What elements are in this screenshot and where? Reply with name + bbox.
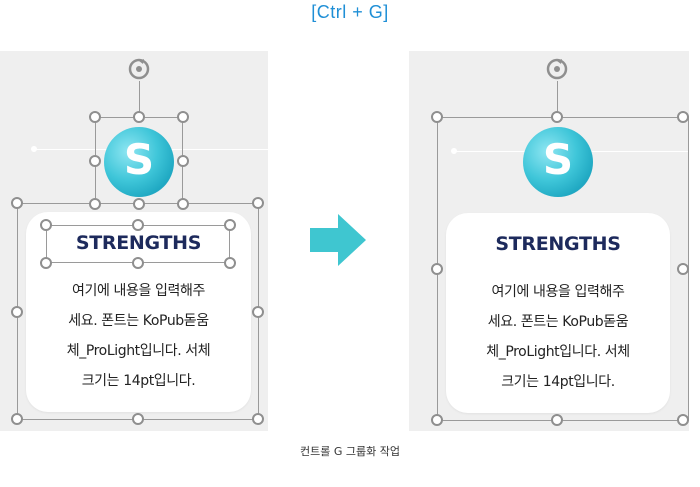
resize-handle[interactable] bbox=[132, 219, 144, 231]
card-title: STRENGTHS bbox=[75, 232, 202, 254]
before-panel: STRENGTHS 여기에 내용을 입력해주 세요. 폰트는 KoPub돋움 체… bbox=[0, 51, 268, 431]
resize-handle[interactable] bbox=[177, 111, 189, 123]
resize-handle[interactable] bbox=[11, 306, 23, 318]
resize-handle[interactable] bbox=[252, 197, 264, 209]
resize-handle[interactable] bbox=[431, 111, 443, 123]
resize-handle[interactable] bbox=[40, 257, 52, 269]
card-title: STRENGTHS bbox=[495, 233, 621, 255]
right-arrow-icon bbox=[310, 214, 366, 266]
resize-handle[interactable] bbox=[177, 155, 189, 167]
resize-handle[interactable] bbox=[224, 257, 236, 269]
caption-text: 컨트롤 G 그룹화 작업 bbox=[300, 445, 400, 458]
resize-handle[interactable] bbox=[551, 111, 563, 123]
logo-selection-box bbox=[95, 117, 183, 204]
card-line: 크기는 14pt입니다. bbox=[81, 373, 196, 389]
resize-handle[interactable] bbox=[431, 414, 443, 426]
resize-handle[interactable] bbox=[224, 219, 236, 231]
card-line: 여기에 내용을 입력해주 bbox=[72, 283, 205, 299]
guide-dot bbox=[31, 146, 37, 152]
shortcut-label: [Ctrl + G] bbox=[311, 2, 389, 22]
group-selection-box bbox=[437, 117, 689, 421]
card-body: 여기에 내용을 입력해주 세요. 폰트는 KoPub돋움 체_ProLight입… bbox=[26, 276, 251, 396]
card-line: 체_ProLight입니다. 서체 bbox=[486, 344, 630, 360]
rotate-handle-icon[interactable] bbox=[544, 56, 570, 82]
logo-circle[interactable]: S bbox=[523, 127, 593, 197]
strengths-card[interactable]: STRENGTHS 여기에 내용을 입력해주 세요. 폰트는 KoPub돋움 체… bbox=[446, 213, 670, 413]
rotate-handle-icon[interactable] bbox=[126, 56, 152, 82]
resize-handle[interactable] bbox=[677, 414, 689, 426]
strengths-card[interactable]: STRENGTHS 여기에 내용을 입력해주 세요. 폰트는 KoPub돋움 체… bbox=[26, 212, 251, 412]
card-line: 세요. 폰트는 KoPub돋움 bbox=[487, 314, 629, 330]
resize-handle[interactable] bbox=[177, 198, 189, 210]
resize-handle[interactable] bbox=[132, 257, 144, 269]
rotate-stem bbox=[139, 81, 140, 117]
logo-letter: S bbox=[123, 135, 155, 184]
resize-handle[interactable] bbox=[11, 413, 23, 425]
resize-handle[interactable] bbox=[252, 306, 264, 318]
resize-handle[interactable] bbox=[40, 219, 52, 231]
resize-handle[interactable] bbox=[132, 413, 144, 425]
resize-handle[interactable] bbox=[551, 414, 563, 426]
rotate-stem bbox=[557, 81, 558, 117]
resize-handle[interactable] bbox=[89, 111, 101, 123]
card-line: 체_ProLight입니다. 서체 bbox=[66, 343, 211, 359]
resize-handle[interactable] bbox=[677, 111, 689, 123]
card-line: 여기에 내용을 입력해주 bbox=[491, 284, 625, 300]
after-panel: STRENGTHS 여기에 내용을 입력해주 세요. 폰트는 KoPub돋움 체… bbox=[409, 51, 689, 431]
resize-handle[interactable] bbox=[89, 155, 101, 167]
card-body: 여기에 내용을 입력해주 세요. 폰트는 KoPub돋움 체_ProLight입… bbox=[446, 277, 670, 397]
guide-dot bbox=[451, 148, 457, 154]
resize-handle[interactable] bbox=[11, 197, 23, 209]
logo-letter: S bbox=[542, 135, 574, 184]
resize-handle[interactable] bbox=[252, 413, 264, 425]
logo-circle[interactable]: S bbox=[104, 127, 174, 197]
resize-handle[interactable] bbox=[133, 111, 145, 123]
resize-handle[interactable] bbox=[677, 263, 689, 275]
card-line: 크기는 14pt입니다. bbox=[501, 374, 615, 390]
resize-handle[interactable] bbox=[89, 198, 101, 210]
resize-handle[interactable] bbox=[431, 263, 443, 275]
resize-handle[interactable] bbox=[133, 198, 145, 210]
card-line: 세요. 폰트는 KoPub돋움 bbox=[68, 313, 209, 329]
